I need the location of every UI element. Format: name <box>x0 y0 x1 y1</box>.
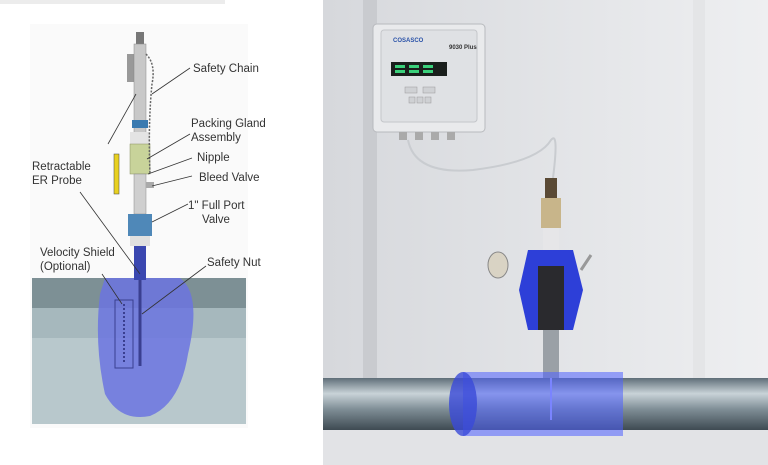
label-bleed-valve: Bleed Valve <box>199 172 260 184</box>
label-full-port: 1" Full Port <box>188 200 245 212</box>
device-model-label: 9030 Plus <box>449 45 477 51</box>
label-nipple: Nipple <box>197 152 230 164</box>
device-brand-logo: COSASCO <box>393 38 424 44</box>
label-full-port-valve: Valve <box>202 214 230 226</box>
installation-photo: COSASCO 9030 Plus <box>323 0 768 465</box>
label-safety-chain: Safety Chain <box>193 63 259 75</box>
top-bar <box>0 0 225 4</box>
label-packing-gland: Packing Gland <box>191 118 266 130</box>
photo-drawing <box>323 0 768 465</box>
label-packing-gland-assembly: Assembly <box>191 132 241 144</box>
probe-diagram: Safety Chain Packing Gland Assembly Nipp… <box>30 24 266 428</box>
label-retractable: Retractable <box>32 161 91 173</box>
diagram-drawing <box>32 32 246 424</box>
label-velocity-shield: Velocity Shield <box>40 247 115 259</box>
label-safety-nut: Safety Nut <box>207 257 261 269</box>
label-er-probe: ER Probe <box>32 175 82 187</box>
label-optional: (Optional) <box>40 261 91 273</box>
